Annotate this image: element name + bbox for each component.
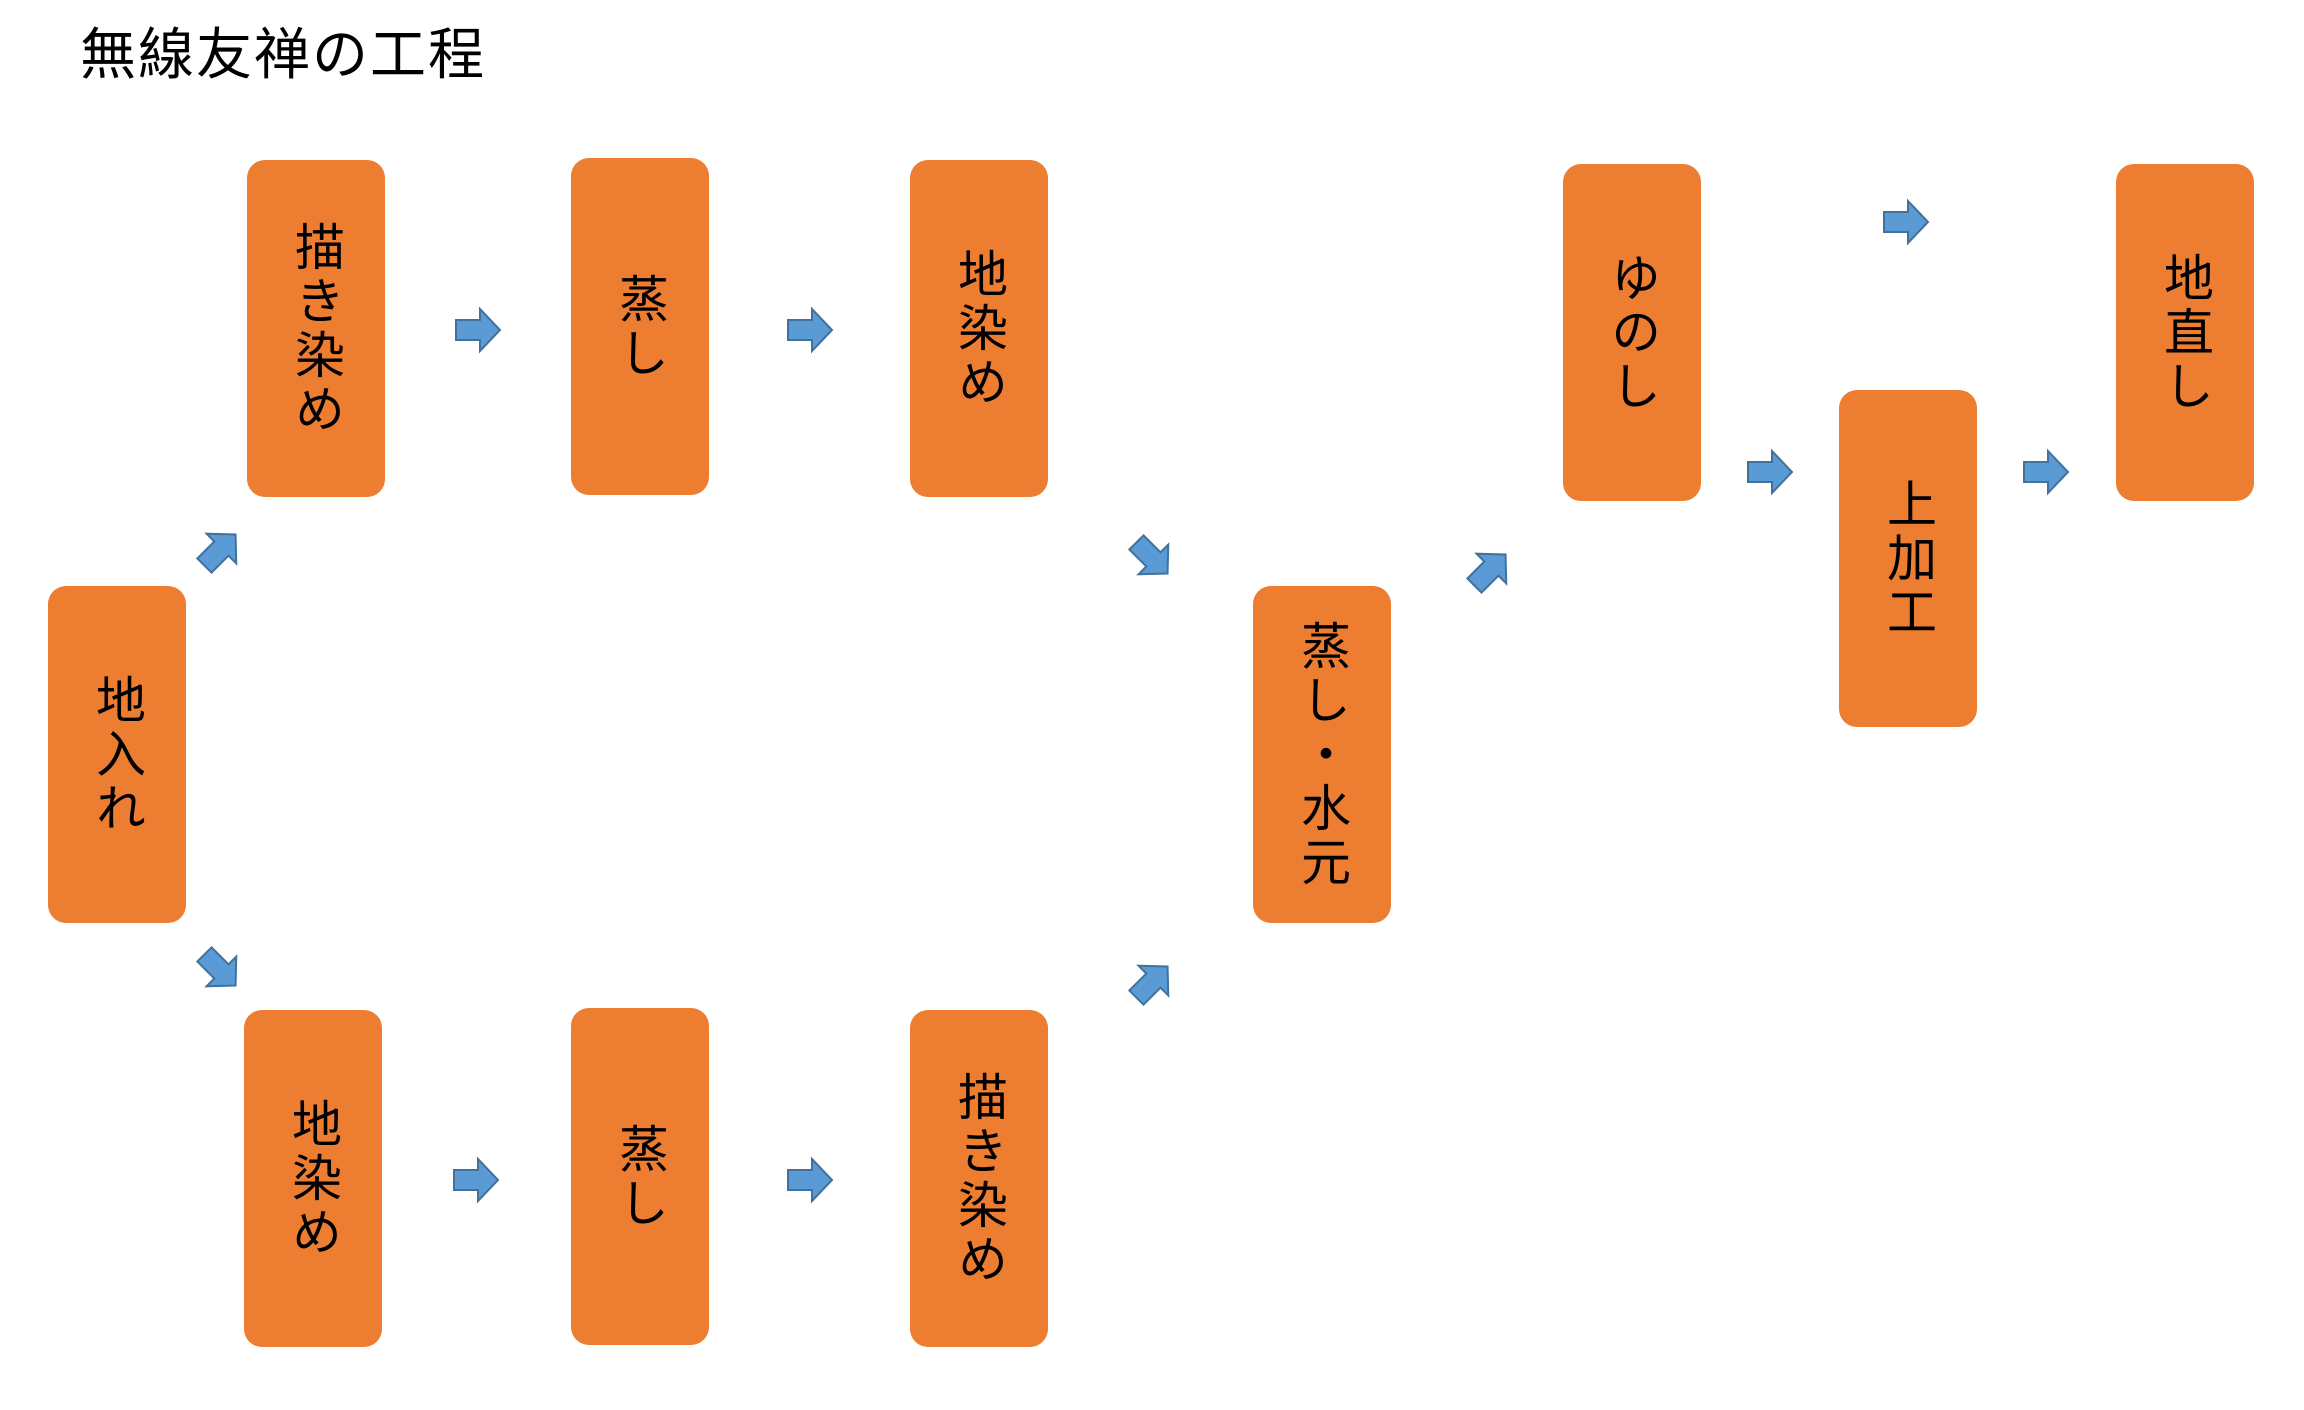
step-label: 地直し bbox=[2156, 251, 2214, 414]
step-label: 地入れ bbox=[88, 673, 146, 836]
step-label: 蒸し・水元 bbox=[1293, 619, 1351, 890]
step-yunoshi: ゆのし bbox=[1563, 164, 1701, 501]
step-uwakakou: 上加工 bbox=[1839, 390, 1977, 727]
block-arrow-icon bbox=[2023, 448, 2070, 496]
block-arrow-icon bbox=[195, 945, 238, 988]
block-arrow-icon bbox=[453, 1156, 500, 1204]
block-arrow-icon bbox=[1465, 552, 1508, 595]
block-arrow-icon bbox=[1883, 198, 1930, 246]
step-mushi-lower: 蒸し bbox=[571, 1008, 709, 1345]
block-arrow-icon bbox=[1127, 533, 1170, 576]
step-label: 蒸し bbox=[611, 272, 669, 381]
step-label: 蒸し bbox=[611, 1122, 669, 1231]
block-arrow-icon bbox=[1747, 448, 1794, 496]
step-kakizome-lower: 描き染め bbox=[910, 1010, 1048, 1347]
step-label: ゆのし bbox=[1603, 251, 1661, 414]
step-label: 地染め bbox=[950, 247, 1008, 410]
block-arrow-icon bbox=[787, 306, 834, 354]
step-jizome-upper: 地染め bbox=[910, 160, 1048, 497]
step-mushi-mizumoto: 蒸し・水元 bbox=[1253, 586, 1391, 923]
step-label: 描き染め bbox=[287, 220, 345, 437]
page-title: 無線友禅の工程 bbox=[80, 23, 486, 88]
step-kakizome-upper: 描き染め bbox=[247, 160, 385, 497]
step-label: 地染め bbox=[284, 1097, 342, 1260]
step-jinaoshi: 地直し bbox=[2116, 164, 2254, 501]
step-jiire: 地入れ bbox=[48, 586, 186, 923]
step-label: 描き染め bbox=[950, 1070, 1008, 1287]
step-mushi-upper: 蒸し bbox=[571, 158, 709, 495]
block-arrow-icon bbox=[787, 1156, 834, 1204]
step-label: 上加工 bbox=[1879, 477, 1937, 640]
block-arrow-icon bbox=[1127, 964, 1170, 1007]
step-jizome-lower: 地染め bbox=[244, 1010, 382, 1347]
block-arrow-icon bbox=[455, 306, 502, 354]
block-arrow-icon bbox=[195, 532, 238, 575]
